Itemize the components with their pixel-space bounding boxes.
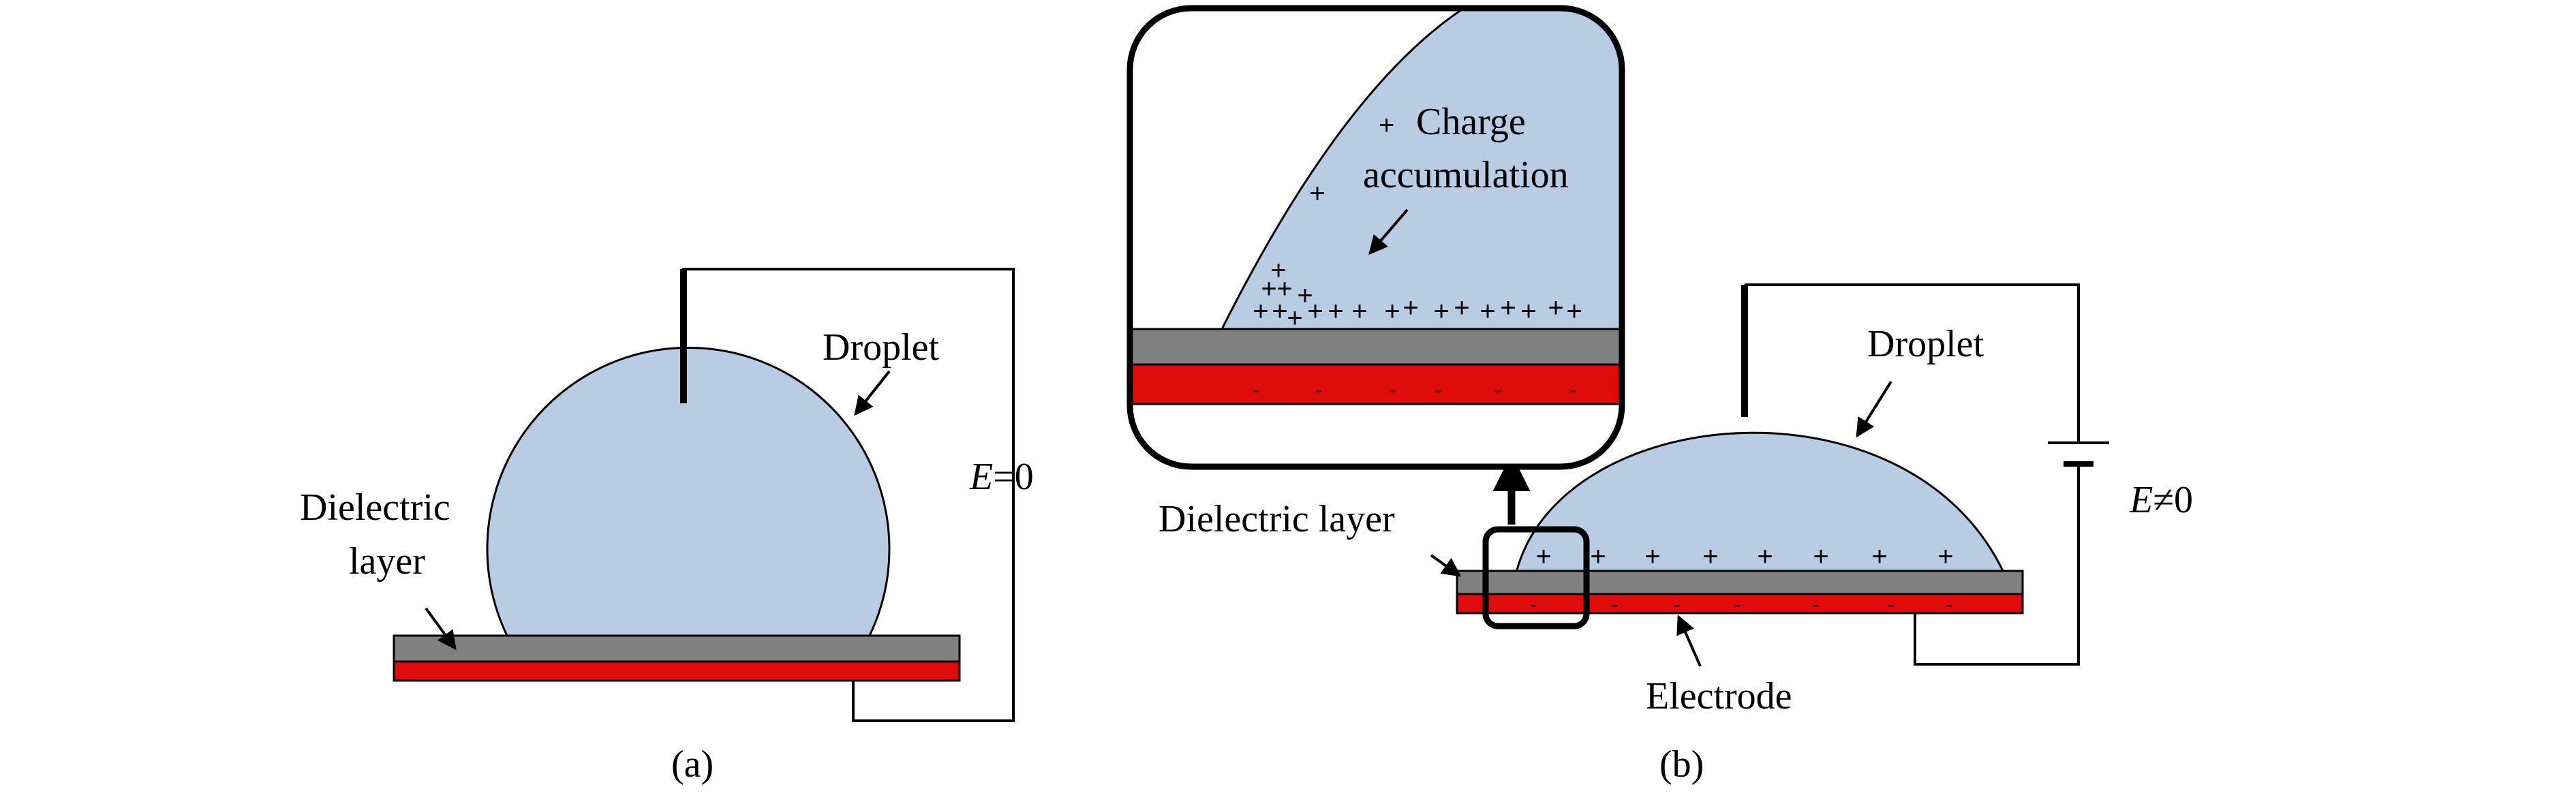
dielectric-layer-a [393, 634, 961, 663]
droplet-label-b: Droplet [1867, 323, 1984, 365]
field-label-a: E=0 [969, 456, 1034, 498]
caption-a: (a) [671, 743, 714, 786]
positive-charge: + [1307, 296, 1323, 326]
dielectric-label-a-line2: layer [349, 540, 425, 582]
positive-charge: + [1500, 293, 1516, 323]
inset-electrode [1130, 363, 1622, 405]
negative-charge: - [1253, 379, 1259, 401]
negative-charge: - [1569, 379, 1576, 401]
charge-accumulation-arrow [1368, 208, 1409, 255]
dielectric-label-b: Dielectric layer [1159, 498, 1395, 540]
inset-dielectric-layer [1130, 328, 1622, 366]
positive-charge: + [1276, 274, 1292, 304]
dielectric-label-a-line1: Dielectric [300, 486, 450, 529]
positive-charge: + [1287, 303, 1302, 333]
positive-charge: + [1384, 296, 1400, 326]
surface-charges-b: ++++++++------- [1530, 542, 1954, 616]
positive-charge: + [1261, 274, 1276, 304]
droplet-label-a: Droplet [823, 326, 940, 369]
negative-charge: - [1673, 593, 1680, 616]
charge-label-line2: accumulation [1363, 154, 1569, 196]
negative-charge: - [1612, 593, 1619, 616]
positive-charge: + [1328, 296, 1343, 326]
droplet-b [1515, 431, 2006, 574]
panel-b: ++++++++------- Droplet Dielectric layer… [1159, 283, 2193, 786]
positive-charge: + [1590, 542, 1606, 572]
positive-charge: + [1548, 293, 1563, 323]
positive-charge: + [1253, 296, 1268, 326]
positive-charge: + [1813, 542, 1828, 572]
negative-charge: - [1494, 379, 1501, 401]
positive-charge: + [1309, 178, 1325, 208]
negative-charge: - [1530, 593, 1537, 616]
negative-charge: - [1389, 379, 1396, 401]
droplet-arrow-a [854, 370, 891, 416]
inset-droplet-edge [1221, 8, 1465, 330]
inset-legend-plus: + [1379, 110, 1394, 140]
negative-charge: - [1946, 593, 1952, 616]
dielectric-layer-b [1456, 570, 2024, 595]
field-label-b: E≠0 [2129, 479, 2193, 521]
negative-charge: - [1888, 593, 1895, 616]
positive-charge: + [1644, 542, 1660, 572]
inset-magnified-view: ++++++++++++++++++++------ + Charge accu… [1126, 5, 1625, 470]
negative-charge: - [1315, 379, 1322, 401]
positive-charge: + [1479, 296, 1495, 326]
zoom-region-box [1482, 526, 1590, 629]
circuit-wire-b [1745, 283, 2080, 443]
positive-charge: + [1702, 542, 1718, 572]
positive-charge: + [1454, 293, 1469, 323]
dielectric-arrow-a [425, 607, 457, 651]
droplet-arrow-b [1856, 380, 1892, 438]
droplet-a [486, 346, 891, 638]
panel-a: Droplet Dielectric layer E=0 (a) [300, 268, 1034, 786]
electrode-b [1456, 593, 2024, 615]
positive-charge: + [1535, 542, 1551, 572]
positive-charge: + [1871, 542, 1887, 572]
positive-charge: + [1270, 255, 1286, 285]
positive-charge: + [1272, 296, 1287, 326]
positive-charge: + [1757, 542, 1773, 572]
negative-charge: - [1734, 593, 1741, 616]
circuit-wire-b-lower [1914, 464, 2080, 666]
negative-charge: - [1435, 379, 1441, 401]
negative-charge: - [1813, 593, 1820, 616]
dielectric-arrow-b [1430, 554, 1462, 577]
positive-charge: + [1520, 296, 1536, 326]
inset-charges: ++++++++++++++++++++------ [1253, 178, 1582, 401]
charge-label-line1: Charge [1416, 101, 1526, 143]
caption-b: (b) [1659, 743, 1704, 786]
positive-charge: + [1433, 296, 1449, 326]
electrode-arrow-b [1676, 615, 1702, 667]
electrode-a [393, 660, 961, 682]
positive-charge: + [1566, 296, 1582, 326]
inset-frame [1126, 5, 1625, 470]
positive-charge: + [1351, 296, 1367, 326]
positive-charge: + [1297, 281, 1313, 311]
positive-charge: + [1937, 542, 1953, 572]
electrode-label-b: Electrode [1646, 675, 1792, 717]
inset-droplet [1222, 8, 1622, 329]
positive-charge: + [1402, 293, 1418, 323]
